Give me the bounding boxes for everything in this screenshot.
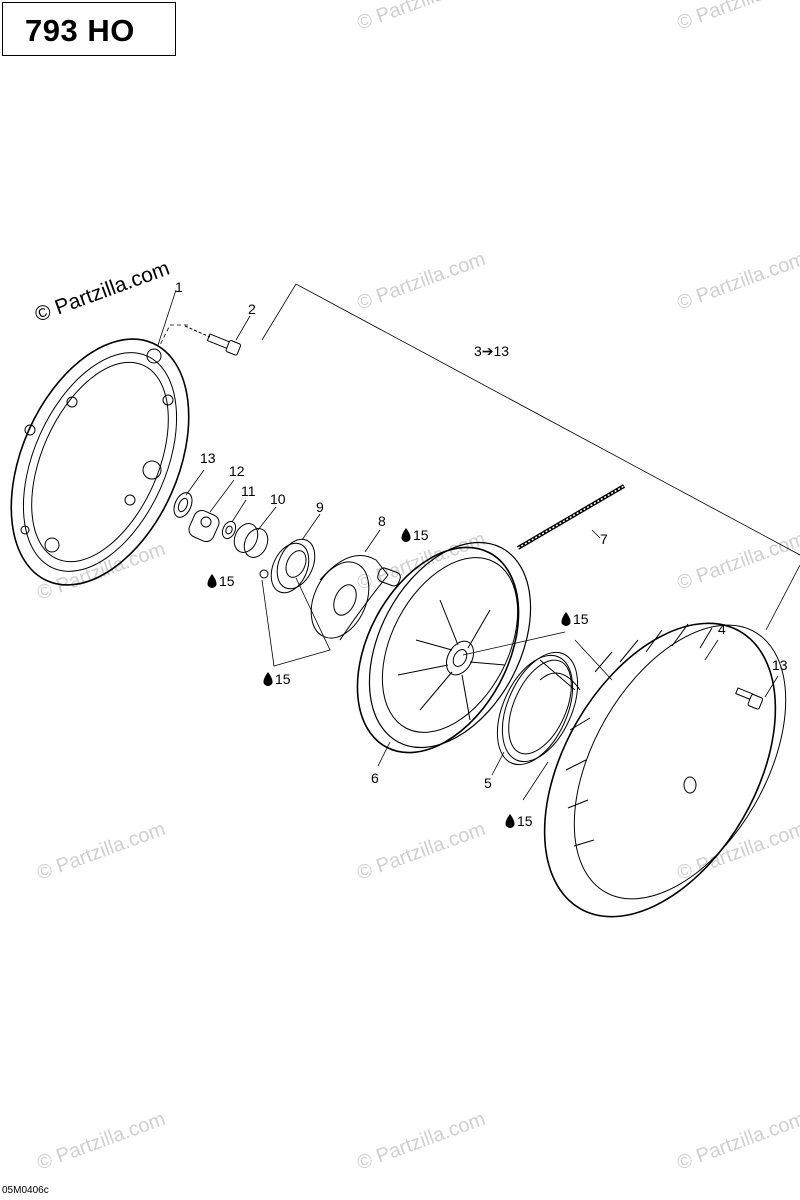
callout-7: 7	[600, 531, 608, 547]
drop-icon	[505, 814, 515, 828]
part-friction-disc	[259, 538, 316, 594]
document-code: 05M0406c	[2, 1185, 49, 1196]
svg-text:15: 15	[413, 527, 429, 543]
callout-13: 13	[200, 450, 216, 466]
part-spring	[496, 651, 581, 766]
watermark: © Partzilla.com	[354, 818, 488, 885]
leader-line	[764, 675, 779, 698]
watermark: © Partzilla.com	[674, 0, 800, 35]
model-title: 793 HO	[25, 13, 135, 48]
callout-11: 11	[241, 483, 256, 499]
leader-line	[157, 289, 177, 346]
callout-9: 9	[316, 499, 324, 515]
leader-line	[377, 741, 391, 767]
svg-text:15: 15	[573, 611, 589, 627]
callout-3-13: 3➔13	[474, 343, 509, 359]
watermark: © Partzilla.com	[34, 818, 168, 885]
watermark: © Partzilla.com	[674, 248, 800, 315]
callout-13-right: 13	[772, 657, 788, 673]
drop-icon	[263, 672, 273, 686]
lube-marker-5: 15	[505, 813, 533, 829]
lube-marker-8: 15	[401, 527, 429, 543]
leader-line	[574, 639, 613, 681]
callout-6: 6	[371, 770, 379, 786]
callout-2: 2	[248, 301, 256, 317]
leader-line	[235, 315, 251, 341]
part-bushing	[233, 523, 269, 558]
drop-icon	[401, 528, 411, 542]
callout-4: 4	[718, 621, 726, 637]
leader-line	[462, 631, 566, 656]
model-label-box: 793 HO	[2, 2, 176, 56]
lube-markers: 15 15 15 15 15	[207, 527, 589, 829]
lube-marker-6: 15	[561, 611, 589, 627]
leader-line	[491, 751, 505, 776]
svg-text:15: 15	[517, 813, 533, 829]
watermark: © Partzilla.com	[674, 1108, 800, 1175]
leader-line	[261, 577, 331, 667]
part-seal	[173, 492, 193, 518]
part-starter-cover	[543, 622, 787, 918]
drop-icon	[561, 612, 571, 626]
part-cam	[310, 555, 401, 641]
part-rope	[516, 484, 626, 550]
watermarks: © Partzilla.com © Partzilla.com © Partzi…	[34, 0, 800, 1175]
watermark: © Partzilla.com	[34, 538, 168, 605]
watermark: © Partzilla.com	[354, 1108, 488, 1175]
callout-1: 1	[175, 279, 183, 295]
part-bolt	[184, 325, 242, 356]
watermark: © Partzilla.com	[674, 528, 800, 595]
leader-lines-small	[185, 469, 381, 553]
part-washer	[221, 520, 237, 540]
leader-line	[159, 324, 188, 346]
callouts: 1 2 3➔13 13 12 11 10 9 8 7 4 13 6 5	[175, 279, 788, 791]
callout-12: 12	[229, 463, 245, 479]
svg-text:15: 15	[275, 671, 291, 687]
part-bolt-cover	[735, 687, 764, 710]
callout-8: 8	[378, 513, 386, 529]
leader-line	[704, 639, 719, 661]
drop-icon	[207, 574, 217, 588]
watermark: © Partzilla.com	[354, 248, 488, 315]
callout-5: 5	[484, 775, 492, 791]
watermark-main: © Partzilla.com	[32, 257, 173, 327]
watermark: © Partzilla.com	[354, 0, 488, 35]
leader-line	[591, 529, 601, 539]
part-pulley	[356, 541, 532, 754]
assembly-bracket	[261, 283, 800, 631]
callout-10: 10	[270, 491, 286, 507]
watermark: © Partzilla.com	[34, 1108, 168, 1175]
lube-marker-9: 15	[263, 671, 291, 687]
part-housing-ring	[10, 338, 190, 586]
svg-text:15: 15	[219, 573, 235, 589]
part-plate	[188, 509, 220, 543]
leader-line	[522, 761, 549, 801]
lube-marker-small-parts: 15	[207, 573, 235, 589]
